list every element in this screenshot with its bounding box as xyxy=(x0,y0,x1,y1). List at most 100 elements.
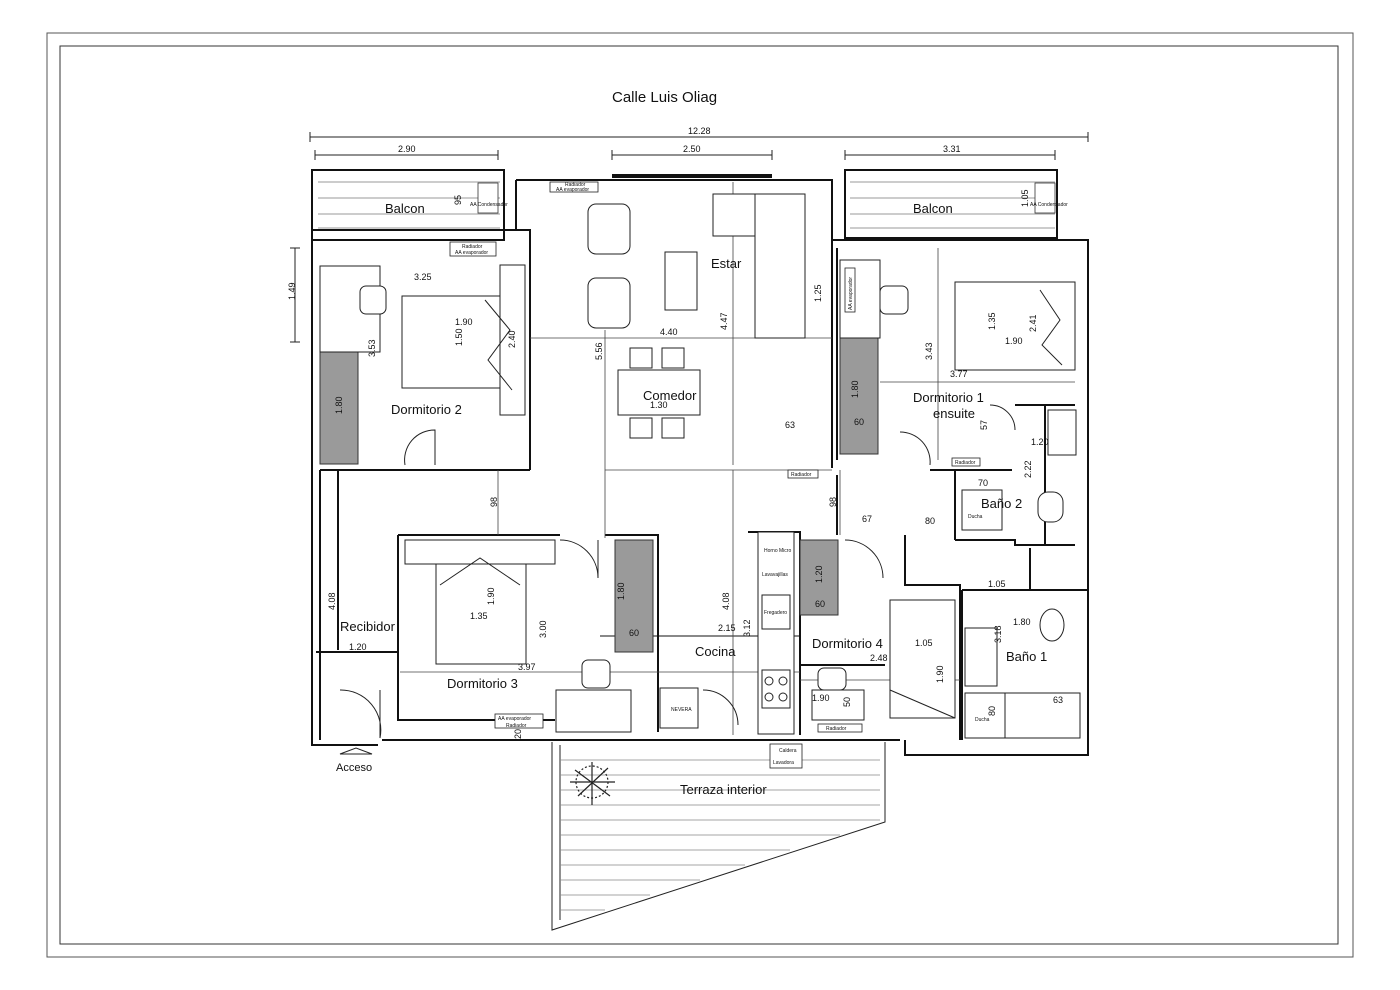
wardrobe-d1 xyxy=(839,337,879,455)
room-label-recibidor: Recibidor xyxy=(340,619,396,634)
label-lavadora: Lavadora xyxy=(773,760,794,766)
dim-d1-wardrobe: 1.80 xyxy=(850,380,860,398)
room-label-dormitorio4: Dormitorio 4 xyxy=(812,636,883,651)
label-aa-evap-estar: AA evaporador xyxy=(556,187,589,193)
label-nevera: NEVERA xyxy=(671,707,692,713)
dim-d3-sill: 20 xyxy=(513,729,523,739)
dim-balcon-left-depth: 95 xyxy=(453,195,463,205)
dim-d2-bed-l: 1.50 xyxy=(454,328,464,346)
dim-balcon-right-depth: 1.05 xyxy=(1020,189,1030,207)
label-radiador-center: Radiador xyxy=(791,472,812,478)
dim-corr-98-right: 98 xyxy=(828,497,838,507)
dim-balcon-right-width: 3.31 xyxy=(943,144,961,154)
dim-b1-cabinet: 63 xyxy=(1053,695,1063,705)
acceso-arrow-icon xyxy=(339,747,373,755)
dim-d3-bed-w: 1.35 xyxy=(470,611,488,621)
dim-d3-wardrobe: 1.80 xyxy=(616,582,626,600)
label-radiador-estar: Radiador xyxy=(565,182,586,188)
dim-d1-bed-span: 2.41 xyxy=(1028,314,1038,332)
dim-d2-width: 3.25 xyxy=(414,272,432,282)
dim-d2-wardrobe: 1.80 xyxy=(334,396,344,414)
walls xyxy=(311,169,1089,756)
dim-d4-width: 2.48 xyxy=(870,653,888,663)
room-label-dormitorio3: Dormitorio 3 xyxy=(447,676,518,691)
room-label-comedor: Comedor xyxy=(643,388,697,403)
dim-d1-corridor: 1.20 xyxy=(1031,437,1049,447)
dim-d1-wardrobe-depth: 60 xyxy=(854,417,864,427)
dim-corr-80: 80 xyxy=(925,516,935,526)
room-label-bano1: Baño 1 xyxy=(1006,649,1047,664)
inner-frame xyxy=(59,45,1339,945)
dim-d4-wardrobe-depth: 60 xyxy=(815,599,825,609)
label-horno: Horno Micro xyxy=(764,548,791,554)
dim-d3-bed-l: 1.90 xyxy=(486,587,496,605)
dim-b1-width: 1.80 xyxy=(1013,617,1031,627)
furniture xyxy=(319,193,1081,739)
dim-recibidor-width: 1.20 xyxy=(349,642,367,652)
terraza-area xyxy=(551,742,886,931)
label-aa-evap-d2: AA evaporador xyxy=(455,250,488,256)
appliance-boxes xyxy=(449,181,981,769)
dim-d2-depth: 3.53 xyxy=(367,339,377,357)
label-caldera: Caldera xyxy=(779,748,797,754)
label-radiador-d2: Radiador xyxy=(462,244,483,250)
dim-recibidor-depth: 4.08 xyxy=(327,592,337,610)
dim-d3-wardrobe-depth: 60 xyxy=(629,628,639,638)
label-aa-evap-d1: AA evaporador xyxy=(848,277,854,310)
dim-b1-shower: 80 xyxy=(987,706,997,716)
room-label-acceso: Acceso xyxy=(336,762,372,774)
label-ducha-b1: Ducha xyxy=(975,717,990,723)
balcony-decking xyxy=(318,181,1056,229)
dim-d1-depth: 3.43 xyxy=(924,342,934,360)
room-label-cocina: Cocina xyxy=(695,644,736,659)
label-aa-evap-d3: AA evaporador xyxy=(498,716,531,722)
dim-d3-width: 3.97 xyxy=(518,662,536,672)
dim-d1-width: 3.77 xyxy=(950,369,968,379)
dim-d4-bed-l: 1.90 xyxy=(935,665,945,683)
label-aa-cond-right: AA Condensador xyxy=(1030,202,1068,208)
dim-b2-shower: 70 xyxy=(978,478,988,488)
room-label-balcon-left: Balcon xyxy=(385,201,425,216)
wardrobe-d3 xyxy=(614,539,654,653)
dim-d1-bed-l: 1.35 xyxy=(987,312,997,330)
label-radiador-d4: Radiador xyxy=(826,726,847,732)
outer-frame xyxy=(46,32,1354,958)
dim-d4-desk: 1.90 xyxy=(812,693,830,703)
door-swings xyxy=(339,404,1016,739)
dim-corr-98-left: 98 xyxy=(489,497,499,507)
dim-cocina-width: 2.15 xyxy=(718,623,736,633)
dim-b1-width-top: 1.05 xyxy=(988,579,1006,589)
dim-estar-depth: 4.47 xyxy=(719,312,729,330)
dim-d4-wardrobe: 1.20 xyxy=(814,565,824,583)
room-label-terraza: Terraza interior xyxy=(680,782,767,797)
top-dimension-lines xyxy=(290,132,1089,343)
dim-sofa-depth: 1.25 xyxy=(813,284,823,302)
dim-estar-width: 4.40 xyxy=(660,327,678,337)
dim-cabinet-63: 63 xyxy=(785,420,795,430)
dim-d2-bed-w: 1.90 xyxy=(455,317,473,327)
label-radiador-d3: Radiador xyxy=(506,723,527,729)
room-label-bano2: Baño 2 xyxy=(981,496,1022,511)
dim-cocina-depth: 4.08 xyxy=(721,592,731,610)
label-lavavajillas: Lavavajillas xyxy=(762,572,788,578)
dim-comedor-table: 1.30 xyxy=(650,400,668,410)
vertical-dimensions: 95 1.05 1.49 1.50 2.40 3.53 1.80 5.56 4.… xyxy=(287,189,1038,739)
dim-estar-window: 2.50 xyxy=(683,144,701,154)
label-radiador-d1: Radiador xyxy=(955,460,976,466)
room-label-estar: Estar xyxy=(711,256,742,271)
label-aa-cond-left: AA Condensador xyxy=(470,202,508,208)
dim-b2-depth: 2.22 xyxy=(1023,460,1033,478)
wardrobes xyxy=(319,337,879,653)
room-label-balcon-right: Balcon xyxy=(913,201,953,216)
plan-title: Calle Luis Oliag xyxy=(612,89,717,106)
dim-d3-depth: 3.00 xyxy=(538,620,548,638)
dim-corr-67: 67 xyxy=(862,514,872,524)
room-label-dormitorio2: Dormitorio 2 xyxy=(391,402,462,417)
dim-d2-height-side: 1.49 xyxy=(287,282,297,300)
dim-cocina-side: 3.12 xyxy=(742,619,752,637)
dim-d1-bed-w: 1.90 xyxy=(1005,336,1023,346)
dim-comedor-depth: 5.56 xyxy=(594,342,604,360)
dim-d4-desk-depth: 50 xyxy=(842,697,852,707)
dim-balcon-left-width: 2.90 xyxy=(398,144,416,154)
